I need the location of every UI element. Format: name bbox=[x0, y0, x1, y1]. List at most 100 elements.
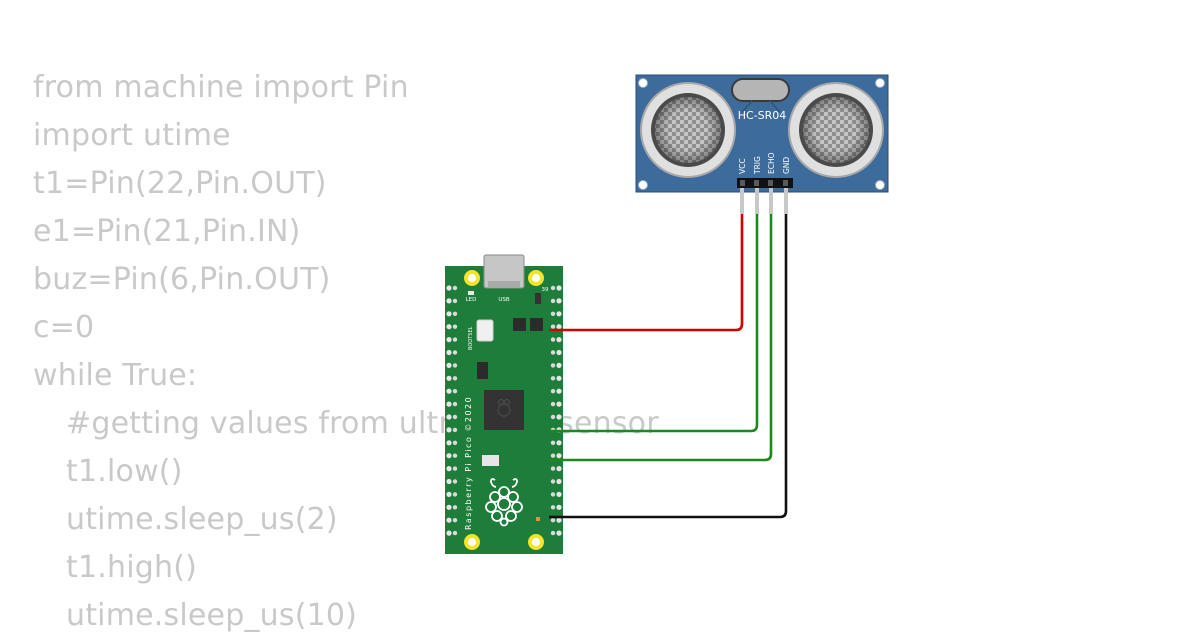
led bbox=[468, 291, 474, 295]
pico-pin-pad bbox=[550, 285, 556, 291]
vcc-wire[interactable] bbox=[549, 214, 744, 332]
pico-pin-pad bbox=[556, 440, 562, 446]
pico-pin-pad bbox=[550, 298, 556, 304]
pico-pin-pad bbox=[446, 401, 452, 407]
pin-label-vcc: VCC bbox=[738, 158, 747, 174]
pico-pin-pad bbox=[446, 440, 452, 446]
receiver-transducer bbox=[788, 82, 884, 178]
mounting-hole bbox=[875, 78, 885, 88]
pico-pin-pad bbox=[550, 389, 556, 394]
code-line: c=0 bbox=[33, 310, 95, 345]
pico-pin-pad bbox=[550, 453, 556, 458]
pico-pin-pad bbox=[446, 414, 452, 420]
usb-label: USB bbox=[498, 297, 510, 303]
pico-pin-pad bbox=[446, 362, 452, 368]
pico-pin-pad bbox=[452, 337, 458, 342]
pico-pin-pad bbox=[556, 285, 562, 291]
pico-silkscreen-label: Raspberry Pi Pico ©2020 bbox=[464, 396, 473, 530]
pico-pin-pad bbox=[452, 298, 458, 304]
pico-pin-pad bbox=[556, 362, 562, 368]
pico-pin-pad bbox=[452, 389, 458, 394]
pin-header bbox=[737, 178, 793, 188]
raspberry-pi-pico[interactable]: LED USB 39 BOOTSEL bbox=[445, 254, 563, 554]
debug-pad bbox=[536, 517, 540, 521]
hc-sr04-sensor[interactable]: HC-SR04 VCC TRIG ECHO GND bbox=[635, 74, 889, 214]
pico-pin-pad bbox=[446, 530, 452, 536]
header-pin-socket bbox=[740, 180, 745, 186]
pico-pin-pad bbox=[446, 478, 452, 485]
pico-pin-pad bbox=[550, 350, 556, 355]
trig-wire[interactable] bbox=[549, 214, 759, 433]
smd-chip bbox=[513, 318, 526, 331]
pico-pin-pad bbox=[452, 492, 458, 497]
code-line: from machine import Pin bbox=[33, 70, 409, 105]
pico-pin-pad bbox=[556, 504, 562, 510]
code-line: buz=Pin(6,Pin.OUT) bbox=[33, 262, 331, 297]
pico-pin-pad bbox=[452, 479, 458, 484]
pico-pin-pad bbox=[452, 505, 458, 510]
pico-pin-pad bbox=[452, 376, 458, 381]
sensor-pin-leg bbox=[740, 188, 744, 214]
pico-pin-pad bbox=[556, 530, 562, 536]
code-line: t1.high() bbox=[66, 550, 197, 585]
pico-pin-pad bbox=[446, 504, 452, 510]
pico-pin-pad bbox=[550, 401, 556, 407]
pico-pin-pad bbox=[550, 466, 556, 471]
pin-label-echo: ECHO bbox=[767, 152, 776, 174]
code-line: import utime bbox=[33, 118, 231, 153]
bootsel-button[interactable] bbox=[476, 319, 494, 342]
flash-chip bbox=[477, 362, 488, 379]
bootsel-label: BOOTSEL bbox=[468, 326, 474, 350]
pico-pin-pad bbox=[452, 311, 458, 316]
echo-wire[interactable] bbox=[549, 214, 773, 462]
rp2040-chip bbox=[484, 390, 524, 430]
pico-pin-pad bbox=[446, 453, 452, 459]
pico-pin-pad bbox=[452, 518, 458, 523]
pico-pin-pad bbox=[446, 285, 452, 291]
mounting-hole-center bbox=[532, 274, 540, 282]
sensor-pin-leg bbox=[784, 188, 788, 214]
crystal-oscillator bbox=[731, 78, 790, 102]
mounting-hole-center bbox=[532, 538, 540, 546]
pico-pin-pad bbox=[446, 324, 452, 330]
pin-number-label: 39 bbox=[542, 287, 549, 293]
code-line: utime.sleep_us(10) bbox=[66, 598, 358, 633]
code-line: e1=Pin(21,Pin.IN) bbox=[33, 214, 301, 249]
pico-pin-pad bbox=[550, 324, 556, 329]
sensor-name-label: HC-SR04 bbox=[738, 109, 787, 122]
pico-pin-pad bbox=[446, 349, 452, 356]
gnd-wire[interactable] bbox=[549, 214, 788, 519]
pico-pin-pad bbox=[446, 375, 452, 381]
smd-component bbox=[535, 293, 541, 304]
voltage-regulator bbox=[482, 455, 499, 466]
pico-pin-pad bbox=[550, 376, 556, 381]
transmitter-transducer bbox=[640, 82, 736, 178]
usb-connector-lip bbox=[488, 281, 520, 288]
pico-pin-pad bbox=[446, 298, 452, 304]
code-line: t1.low() bbox=[66, 454, 183, 489]
header-pin-socket bbox=[754, 180, 759, 186]
pico-pin-pad bbox=[446, 491, 452, 497]
pico-pin-pad bbox=[556, 414, 562, 420]
pico-pin-pad bbox=[550, 414, 556, 420]
pico-pin-pad bbox=[556, 491, 562, 497]
pico-pin-pad bbox=[550, 518, 556, 523]
pico-pin-pad bbox=[550, 311, 556, 316]
mounting-hole bbox=[638, 180, 648, 190]
pico-pin-pad bbox=[452, 324, 458, 329]
pico-pin-pad bbox=[452, 350, 458, 355]
pico-pin-pad bbox=[556, 337, 562, 343]
pico-pin-pad bbox=[452, 285, 458, 291]
pico-pin-pad bbox=[556, 298, 562, 304]
pico-pin-pad bbox=[556, 401, 562, 407]
pico-pin-pad bbox=[452, 530, 458, 536]
smd-chip bbox=[530, 318, 543, 331]
mounting-hole bbox=[875, 180, 885, 190]
pico-pin-pad bbox=[550, 363, 556, 368]
pico-pin-pad bbox=[550, 440, 556, 445]
sensor-pin-leg bbox=[769, 188, 773, 214]
pico-pin-pad bbox=[556, 311, 562, 317]
pico-pin-pad bbox=[452, 401, 458, 407]
pcb-trace bbox=[741, 100, 781, 113]
